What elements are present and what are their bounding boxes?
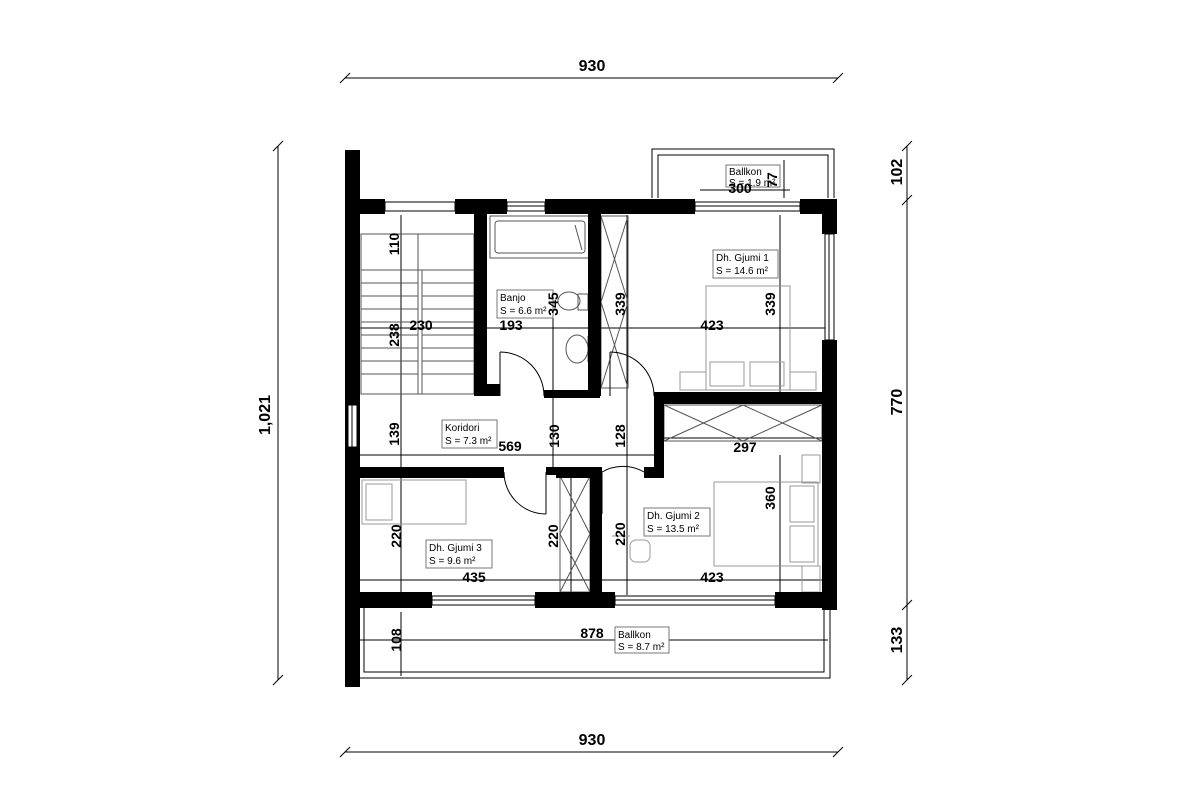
dim-bed1-height: 339 bbox=[762, 292, 778, 316]
dim-bottom-width: 930 bbox=[579, 732, 606, 749]
walls bbox=[345, 150, 837, 687]
door-bedroom3 bbox=[503, 471, 547, 515]
bedroom2-furniture bbox=[612, 454, 821, 593]
dimension-top: 930 bbox=[339, 58, 844, 84]
dim-left-height: 1,021 bbox=[257, 395, 274, 435]
room-label-corridor: Koridori S = 7.3 m² bbox=[441, 419, 498, 449]
dim-bed3-width: 435 bbox=[462, 569, 486, 585]
dim-top-width: 930 bbox=[579, 58, 606, 75]
room-label-bedroom1: Dh. Gjumi 1 S = 14.6 m² bbox=[712, 249, 779, 279]
room-label-bedroom3: Dh. Gjumi 3 S = 9.6 m² bbox=[425, 539, 493, 569]
dim-bed3-closet: 220 bbox=[545, 524, 561, 548]
bathroom-name: Banjo bbox=[500, 293, 526, 304]
dim-balcony-bottom-depth: 108 bbox=[388, 628, 404, 652]
dim-corridor-width: 569 bbox=[498, 438, 522, 454]
nightstand-icon bbox=[801, 454, 821, 484]
single-bed-icon bbox=[361, 479, 467, 525]
bedroom1-name: Dh. Gjumi 1 bbox=[716, 253, 769, 264]
doors bbox=[499, 351, 655, 515]
balcony-top-area: S = 1.9 m² bbox=[729, 178, 776, 189]
dim-corridor-right: 128 bbox=[612, 424, 628, 448]
dim-right-bottom: 133 bbox=[889, 627, 906, 654]
nightstand-icon bbox=[789, 371, 817, 391]
dim-right-middle: 770 bbox=[889, 389, 906, 416]
closet-bedroom3 bbox=[559, 475, 591, 593]
corridor-area: S = 7.3 m² bbox=[445, 436, 492, 447]
chair-icon bbox=[629, 539, 651, 563]
dim-bed2-width: 423 bbox=[700, 569, 724, 585]
bathroom-area: S = 6.6 m² bbox=[500, 306, 547, 317]
dim-corridor-mid: 130 bbox=[546, 424, 562, 448]
dimension-left: 1,021 bbox=[257, 140, 284, 686]
nightstand-icon bbox=[679, 371, 707, 391]
window-stairs bbox=[384, 201, 456, 212]
bedroom3-name: Dh. Gjumi 3 bbox=[429, 543, 482, 554]
wardrobe-bedroom2 bbox=[663, 404, 823, 442]
dim-corridor-left: 139 bbox=[386, 422, 402, 446]
balcony-bottom-name: Ballkon bbox=[618, 630, 651, 641]
dim-stairs-upper: 110 bbox=[386, 232, 402, 255]
dim-right-top: 102 bbox=[889, 159, 906, 186]
bedroom1-area: S = 14.6 m² bbox=[716, 266, 769, 277]
dim-stairs-width: 230 bbox=[409, 317, 433, 333]
dim-closet1-height: 339 bbox=[612, 292, 628, 316]
dim-bed2-left: 220 bbox=[612, 522, 628, 546]
double-bed-icon bbox=[713, 481, 819, 567]
balcony-bottom: Ballkon S = 8.7 m² 878 108 bbox=[357, 608, 831, 679]
bathtub-icon bbox=[489, 215, 591, 259]
sink-icon bbox=[565, 334, 589, 364]
nightstand-icon bbox=[801, 565, 821, 593]
bedroom3-furniture bbox=[361, 479, 467, 525]
dim-balcony-top-depth: 77 bbox=[764, 172, 780, 188]
toilet-icon bbox=[557, 291, 581, 311]
dim-bed2-height: 360 bbox=[762, 486, 778, 510]
dim-stairs-lower: 238 bbox=[386, 323, 402, 347]
door-bedroom2 bbox=[601, 465, 645, 473]
dim-balcony-bottom-width: 878 bbox=[580, 625, 604, 641]
balcony-top: Ballkon S = 1.9 m² 300 77 bbox=[651, 148, 835, 198]
dim-bed2-wardrobe: 297 bbox=[733, 439, 757, 455]
room-label-bathroom: Banjo S = 6.6 m² bbox=[496, 289, 554, 319]
bedroom2-area: S = 13.5 m² bbox=[647, 524, 700, 535]
bedroom2-name: Dh. Gjumi 2 bbox=[647, 511, 700, 522]
balcony-top-name: Ballkon bbox=[729, 167, 762, 178]
corridor-name: Koridori bbox=[445, 423, 479, 434]
double-bed-icon bbox=[705, 285, 791, 391]
dim-bath-height: 345 bbox=[545, 292, 561, 316]
bedroom3-area: S = 9.6 m² bbox=[429, 556, 476, 567]
interior-dimension-texts: 110 238 230 345 193 339 339 423 139 569 … bbox=[386, 232, 778, 585]
staircase bbox=[360, 233, 475, 395]
room-label-bedroom2: Dh. Gjumi 2 S = 13.5 m² bbox=[643, 507, 711, 537]
dimension-right: 102 770 133 bbox=[889, 140, 913, 686]
dim-bed1-width: 423 bbox=[700, 317, 724, 333]
dim-balcony-top-width: 300 bbox=[728, 180, 752, 196]
dimension-bottom: 930 bbox=[339, 732, 844, 758]
balcony-bottom-area: S = 8.7 m² bbox=[618, 642, 665, 653]
bedroom1-furniture bbox=[679, 285, 817, 391]
dim-bath-width: 193 bbox=[499, 317, 523, 333]
dim-bed3-height: 220 bbox=[388, 524, 404, 548]
windows bbox=[347, 201, 835, 606]
